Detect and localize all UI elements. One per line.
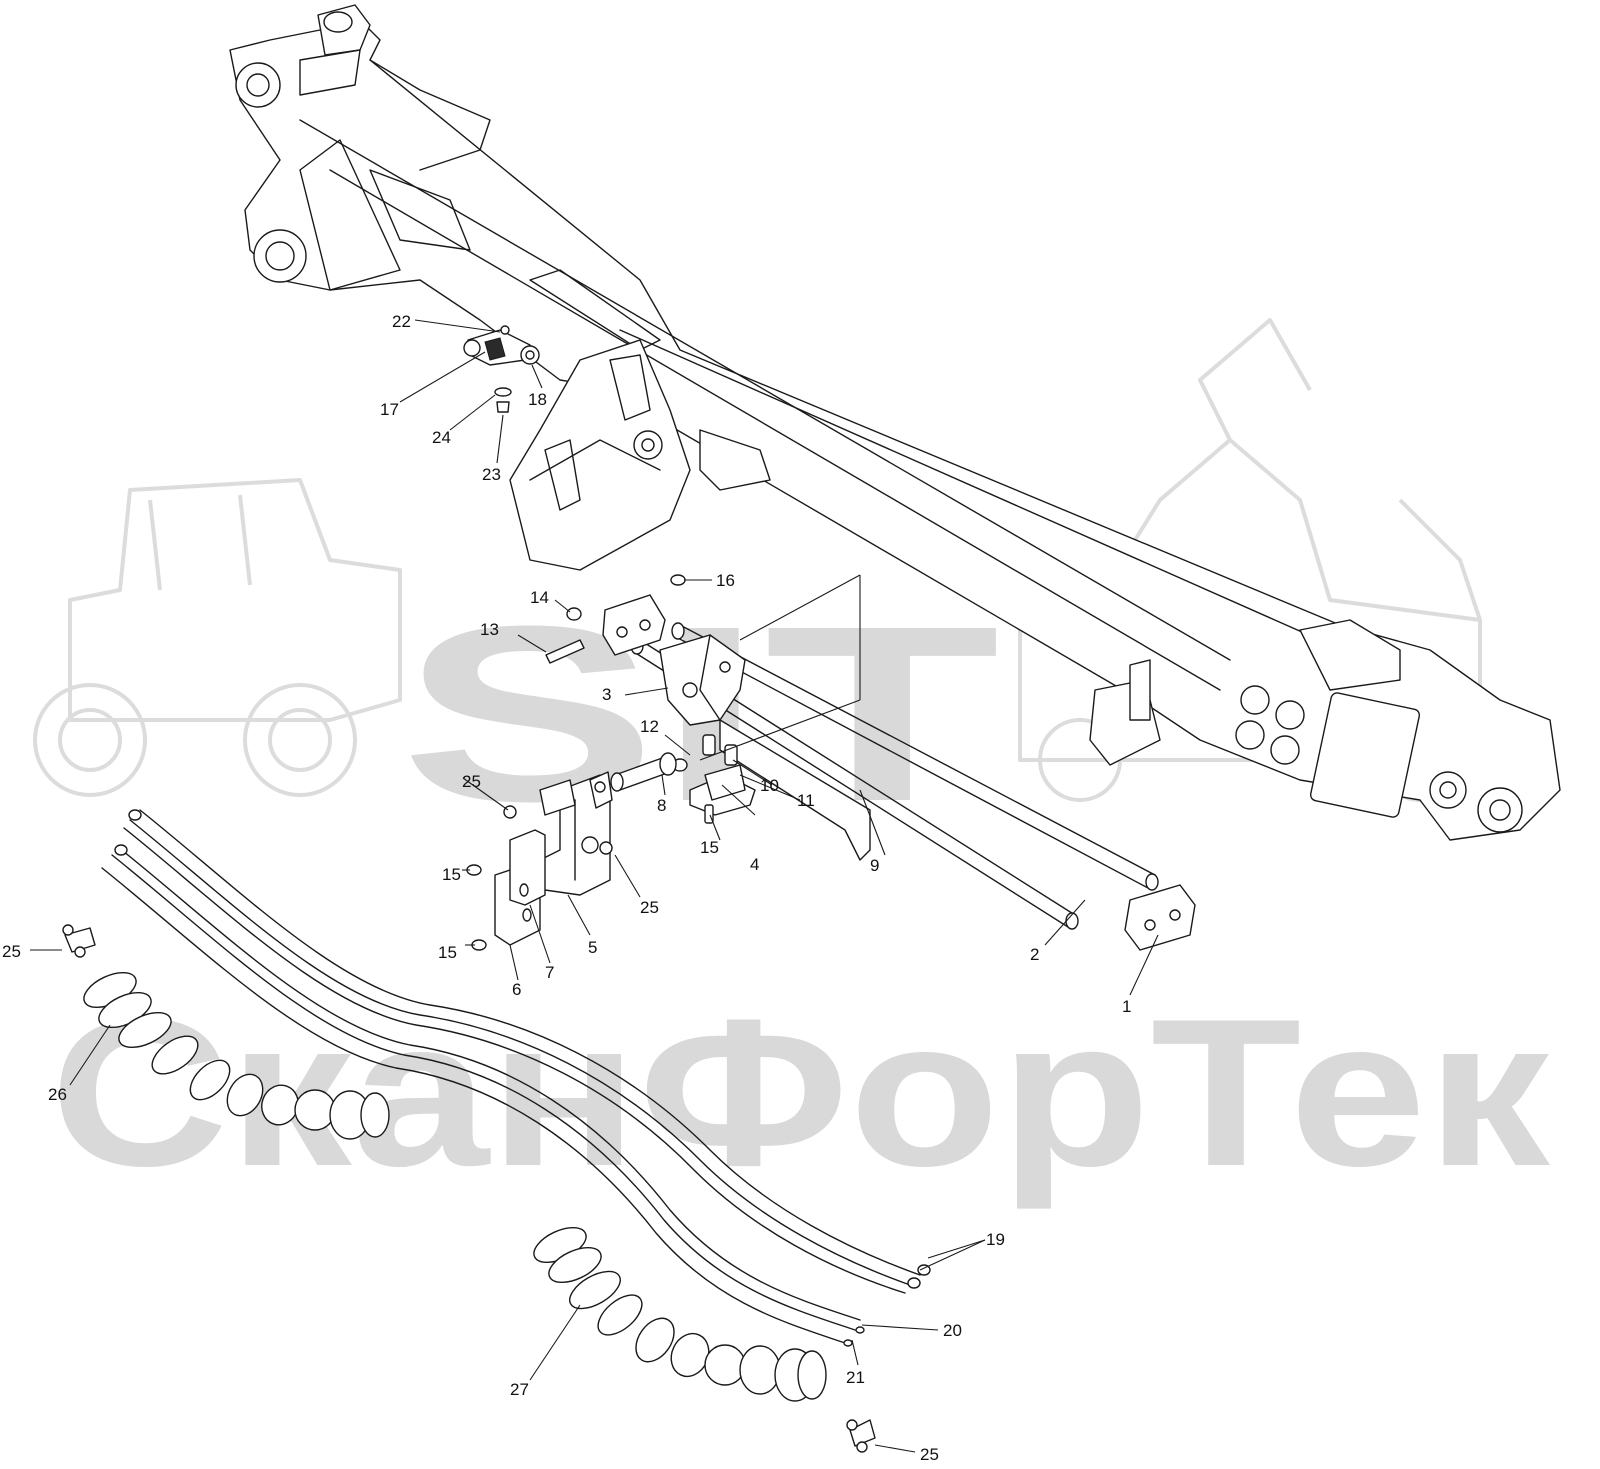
callout-20: 20 xyxy=(943,1321,962,1340)
end-plate-hole xyxy=(1144,919,1156,931)
callout-12: 12 xyxy=(640,717,659,736)
callout-24: 24 xyxy=(432,428,451,447)
callout-25-d: 25 xyxy=(920,1445,939,1464)
callout-1: 1 xyxy=(1122,997,1131,1016)
callout-7: 7 xyxy=(545,963,554,982)
carriage xyxy=(545,574,746,726)
end-plate xyxy=(1124,884,1196,951)
lower-bracket xyxy=(503,771,613,896)
pivot-pin xyxy=(610,752,677,792)
boom-arm xyxy=(229,4,1561,841)
hydraulic-couplers xyxy=(1235,685,1421,818)
callout-19: 19 xyxy=(986,1230,1005,1249)
callout-9: 9 xyxy=(870,856,879,875)
hose-clamp-right xyxy=(846,1419,876,1453)
callout-8: 8 xyxy=(657,796,666,815)
hydraulic-hoses xyxy=(101,809,931,1347)
callout-18: 18 xyxy=(528,390,547,409)
callout-13: 13 xyxy=(480,620,499,639)
callout-14: 14 xyxy=(530,588,549,607)
callout-17: 17 xyxy=(380,400,399,419)
callout-5: 5 xyxy=(588,938,597,957)
callout-labels: 1 2 3 4 5 6 7 8 9 10 11 12 13 14 15 15 1… xyxy=(2,312,1131,1464)
slide-guide xyxy=(719,719,871,861)
callout-4: 4 xyxy=(750,855,759,874)
valve-fitting-assembly xyxy=(463,325,540,413)
callout-15-a: 15 xyxy=(442,865,461,884)
leader-lines xyxy=(30,319,1159,1453)
callout-27: 27 xyxy=(510,1380,529,1399)
callout-16: 16 xyxy=(716,571,735,590)
end-plate-hole xyxy=(1169,909,1181,921)
callout-23: 23 xyxy=(482,465,501,484)
hose-clamp-left xyxy=(62,924,96,958)
callout-25-c: 25 xyxy=(2,942,21,961)
spiral-hose-guard-right xyxy=(533,1226,827,1402)
callout-3: 3 xyxy=(602,685,611,704)
callout-25-b: 25 xyxy=(640,898,659,917)
callout-2: 2 xyxy=(1030,945,1039,964)
hose-clamp-plates xyxy=(466,829,546,951)
tractor-watermark-icon xyxy=(33,478,402,797)
callout-6: 6 xyxy=(512,980,521,999)
callout-26: 26 xyxy=(48,1085,67,1104)
callout-15-c: 15 xyxy=(700,838,719,857)
callout-25-a: 25 xyxy=(462,772,481,791)
callout-11: 11 xyxy=(797,791,815,810)
callout-10: 10 xyxy=(760,776,779,795)
company-watermark: СканФорТек xyxy=(50,975,1551,1210)
callout-22: 22 xyxy=(392,312,411,331)
callout-15-b: 15 xyxy=(438,943,457,962)
callout-21: 21 xyxy=(846,1368,865,1387)
mounting-bracket xyxy=(509,339,771,571)
spiral-hose-guard-left xyxy=(83,971,390,1140)
